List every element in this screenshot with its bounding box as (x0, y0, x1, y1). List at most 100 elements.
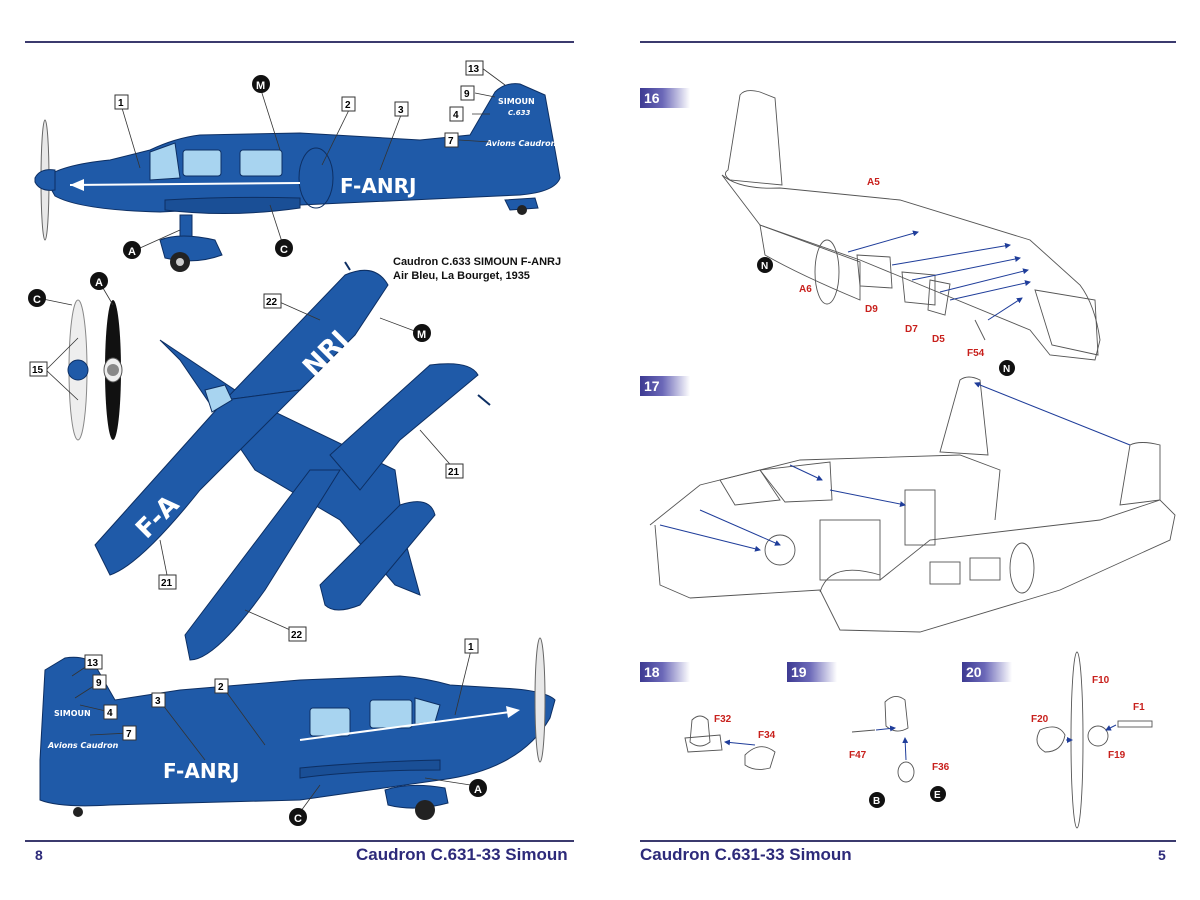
step-17-drawing (649, 376, 1176, 633)
left-bottom-rule (25, 840, 574, 842)
side-view-bottom-aircraft: F-ANRJ SIMOUN Avions Caudron (39, 637, 556, 820)
svg-text:C: C (294, 813, 302, 825)
step-19-arrows (875, 725, 909, 761)
step-20-arrows (1066, 724, 1117, 743)
svg-text:C: C (280, 244, 288, 256)
svg-text:F32: F32 (714, 714, 732, 725)
step-16-markers: N N (757, 257, 1015, 376)
step-18-part-labels: F32 F34 (714, 714, 776, 741)
side-view-top-aircraft: F-ANRJ SIMOUN C.633 Avions Caudron (34, 83, 561, 272)
svg-text:F54: F54 (967, 348, 985, 359)
marker-A-bottom: A (469, 779, 487, 797)
step-18-header: 18 (640, 662, 690, 682)
tail-brand-top: Avions Caudron (485, 139, 557, 148)
marker-C-prop: C (28, 289, 46, 307)
marker-E: E (930, 786, 946, 802)
callout-3-bottom: 3 (151, 692, 166, 708)
callout-9-top: 9 (460, 85, 475, 101)
propeller-details (67, 299, 123, 441)
svg-text:A6: A6 (799, 284, 812, 295)
svg-text:E: E (934, 790, 941, 801)
marker-M-plan: M (413, 324, 431, 342)
svg-text:7: 7 (448, 136, 454, 147)
svg-text:D5: D5 (932, 334, 945, 345)
left-footer-title: Caudron C.631-33 Simoun (356, 845, 568, 864)
step-17-arrows (659, 382, 1131, 552)
svg-text:22: 22 (266, 297, 278, 308)
svg-text:1: 1 (118, 98, 124, 109)
svg-text:2: 2 (218, 682, 224, 693)
marker-C-bottom: C (289, 808, 307, 826)
svg-text:N: N (761, 261, 768, 272)
callout-7-top: 7 (444, 132, 459, 148)
tail-model-top: C.633 (508, 109, 531, 117)
callout-21-right: 21 (445, 463, 464, 479)
step-20-part-labels: F10 F1 F20 F19 (1031, 675, 1145, 761)
right-bottom-rule (640, 840, 1176, 842)
tail-text-bottom: SIMOUN (54, 709, 91, 718)
step-16-arrows (847, 230, 1031, 321)
aircraft-caption: Caudron C.633 SIMOUN F-ANRJ Air Bleu, La… (393, 255, 561, 283)
marker-A-top: A (123, 241, 141, 259)
letter-markers: M A C C A M A C (28, 75, 487, 826)
caption-line-1: Caudron C.633 SIMOUN F-ANRJ (393, 256, 562, 268)
step-20-drawing (1036, 651, 1153, 829)
svg-text:F1: F1 (1133, 702, 1145, 713)
marker-M-top: M (252, 75, 270, 93)
callout-13-bottom: 13 (84, 654, 103, 670)
svg-text:C: C (33, 294, 41, 306)
step-16-drawing (721, 90, 1101, 361)
svg-text:2: 2 (345, 100, 351, 111)
step-16-header: 16 (640, 88, 690, 108)
tail-text-top: SIMOUN (498, 97, 535, 106)
svg-text:22: 22 (291, 630, 303, 641)
callout-21-left: 21 (158, 574, 177, 590)
marker-N-left: N (757, 257, 773, 273)
svg-text:A: A (128, 246, 136, 258)
svg-text:F47: F47 (849, 750, 867, 761)
svg-text:F36: F36 (932, 762, 950, 773)
right-page-number: 5 (1158, 847, 1166, 863)
callout-1-top: 1 (114, 94, 129, 110)
svg-text:15: 15 (32, 365, 44, 376)
left-page-number: 8 (35, 847, 43, 863)
callout-22-upper: 22 (263, 293, 282, 309)
svg-text:F34: F34 (758, 730, 776, 741)
callout-4-bottom: 4 (103, 704, 118, 720)
step-19-header: 19 (787, 662, 837, 682)
callout-4-top: 4 (449, 106, 464, 122)
marker-N-right: N (999, 360, 1015, 376)
svg-text:F20: F20 (1031, 714, 1049, 725)
callout-13-top: 13 (465, 60, 484, 76)
svg-text:F10: F10 (1092, 675, 1110, 686)
right-footer-title: Caudron C.631-33 Simoun (640, 845, 852, 864)
tail-brand-bottom: Avions Caudron (47, 741, 119, 750)
callout-3-top: 3 (394, 101, 409, 117)
svg-text:13: 13 (87, 658, 99, 669)
marker-A-prop: A (90, 272, 108, 290)
svg-text:N: N (1003, 364, 1010, 375)
svg-text:M: M (256, 80, 265, 92)
step-17-header: 17 (640, 376, 690, 396)
svg-text:F19: F19 (1108, 750, 1126, 761)
callout-1-bottom: 1 (464, 638, 479, 654)
callout-22-lower: 22 (288, 626, 307, 642)
svg-text:D9: D9 (865, 304, 878, 315)
svg-text:4: 4 (107, 708, 113, 719)
step-18-drawing (684, 715, 776, 770)
callout-boxes: 1 2 3 13 9 4 7 15 22 21 21 22 1 13 9 2 3… (29, 60, 484, 741)
marker-C-top: C (275, 239, 293, 257)
right-top-rule (640, 41, 1176, 43)
callout-15: 15 (29, 361, 48, 377)
svg-text:21: 21 (448, 467, 460, 478)
registration-bottom: F-ANRJ (163, 759, 239, 783)
svg-text:9: 9 (464, 89, 470, 100)
callout-7-bottom: 7 (122, 725, 137, 741)
callout-2-top: 2 (341, 96, 356, 112)
svg-text:3: 3 (398, 105, 404, 116)
svg-text:3: 3 (155, 696, 161, 707)
step-19-markers: B E (869, 786, 946, 808)
svg-text:7: 7 (126, 729, 132, 740)
svg-text:1: 1 (468, 642, 474, 653)
